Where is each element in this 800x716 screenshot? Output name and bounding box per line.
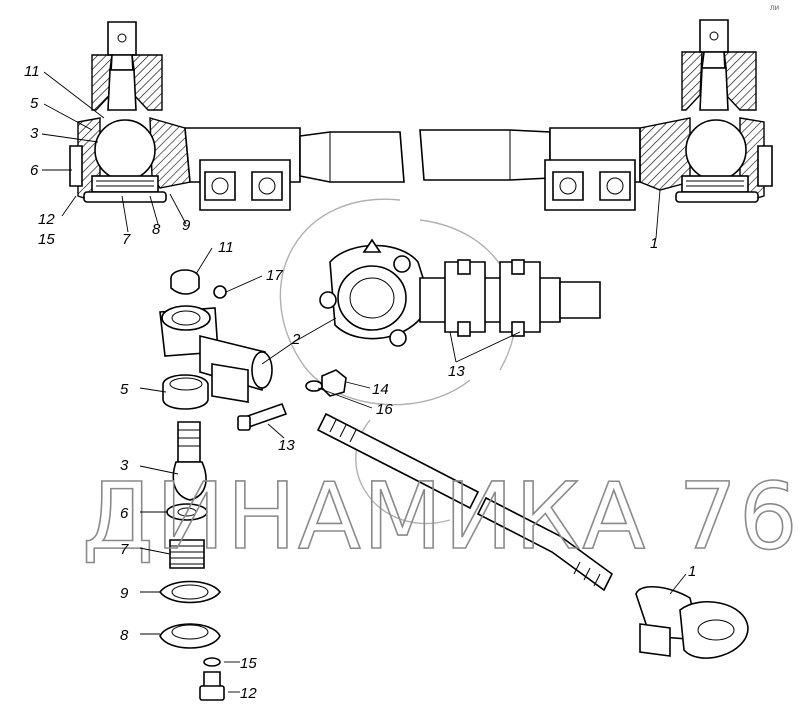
callout-labels: 11 5 3 6 12 15 7 8 9 1 11 17 2 13 5 14 1…	[24, 63, 696, 702]
callout-13-lower: 13	[278, 437, 295, 454]
exploded-view	[159, 238, 749, 701]
corner-mark: ли	[770, 3, 779, 12]
callout-9-top: 9	[182, 217, 191, 234]
callout-1-exploded: 1	[688, 563, 696, 580]
callout-15-exploded: 15	[240, 655, 257, 672]
callout-5-exploded: 5	[120, 381, 129, 398]
callout-8-exploded: 8	[120, 627, 129, 644]
callout-6-exploded: 6	[120, 505, 129, 522]
callout-8-top: 8	[152, 221, 161, 238]
callout-11-top: 11	[24, 63, 40, 80]
callout-2: 2	[291, 331, 301, 348]
callout-12-top: 12	[38, 211, 55, 228]
callout-12-exploded: 12	[240, 685, 257, 702]
callout-5-top: 5	[30, 95, 39, 112]
callout-11-exploded: 11	[218, 239, 234, 256]
callout-1-top: 1	[650, 235, 658, 252]
callout-3-top: 3	[30, 125, 39, 142]
callout-13-upper: 13	[448, 363, 465, 380]
callout-7-exploded: 7	[120, 541, 129, 558]
callout-3-exploded: 3	[120, 457, 129, 474]
leader-lines	[41, 71, 687, 693]
watermark-text: ДИНАМИКА 76	[82, 463, 800, 570]
callout-17: 17	[266, 267, 283, 284]
callout-15-top: 15	[38, 231, 55, 248]
callout-14: 14	[372, 381, 389, 398]
callout-9-exploded: 9	[120, 585, 129, 602]
callout-6-top: 6	[30, 162, 39, 179]
callout-7-top: 7	[122, 231, 131, 248]
assembled-tie-rod	[69, 19, 773, 211]
callout-16: 16	[376, 401, 393, 418]
